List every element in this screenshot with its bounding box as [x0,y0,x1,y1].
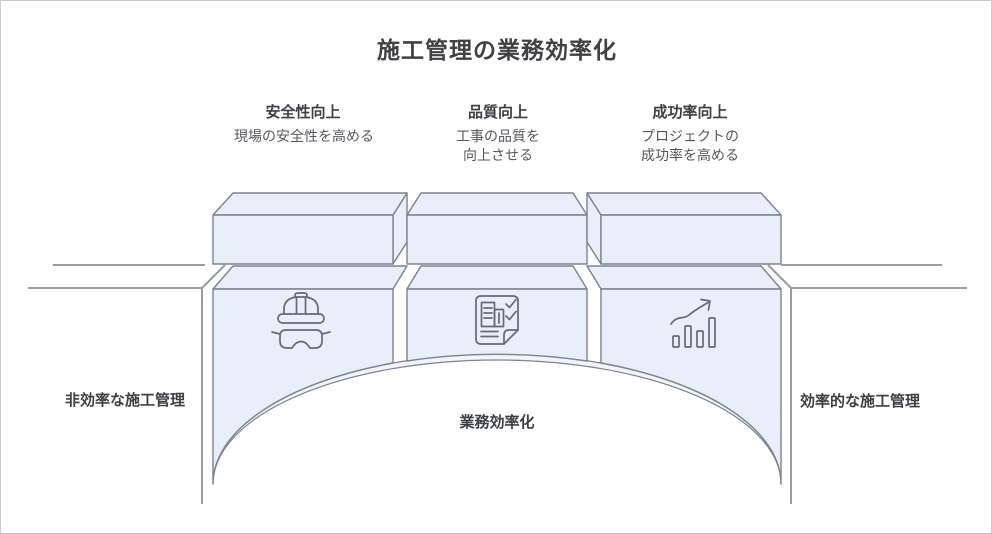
column-heading-quality: 品質向上 [467,104,529,121]
page-title: 施工管理の業務効率化 [377,37,617,63]
growth-chart-icon [670,298,716,348]
top-box-safety [212,192,408,265]
top-box-quality [406,192,588,265]
column-heading-safety: 安全性向上 [265,104,341,121]
helmet-icon [271,292,331,349]
column-heading-success: 成功率向上 [652,104,728,121]
column-desc-safety: 現場の安全性を高める [234,128,374,144]
road-deck [28,264,967,504]
right-label: 効率的な施工管理 [799,393,921,410]
bridge-span-left [212,265,408,485]
bridge-span-right [586,265,782,485]
bridge-span-center [406,265,588,362]
checklist-icon [475,295,519,345]
column-desc-quality: 工事の品質を 向上させる [456,128,540,163]
center-label: 業務効率化 [459,414,535,431]
left-label: 非効率な施工管理 [64,392,186,409]
column-desc-success: プロジェクトの 成功率を高める [641,128,739,163]
top-box-success [586,192,782,265]
